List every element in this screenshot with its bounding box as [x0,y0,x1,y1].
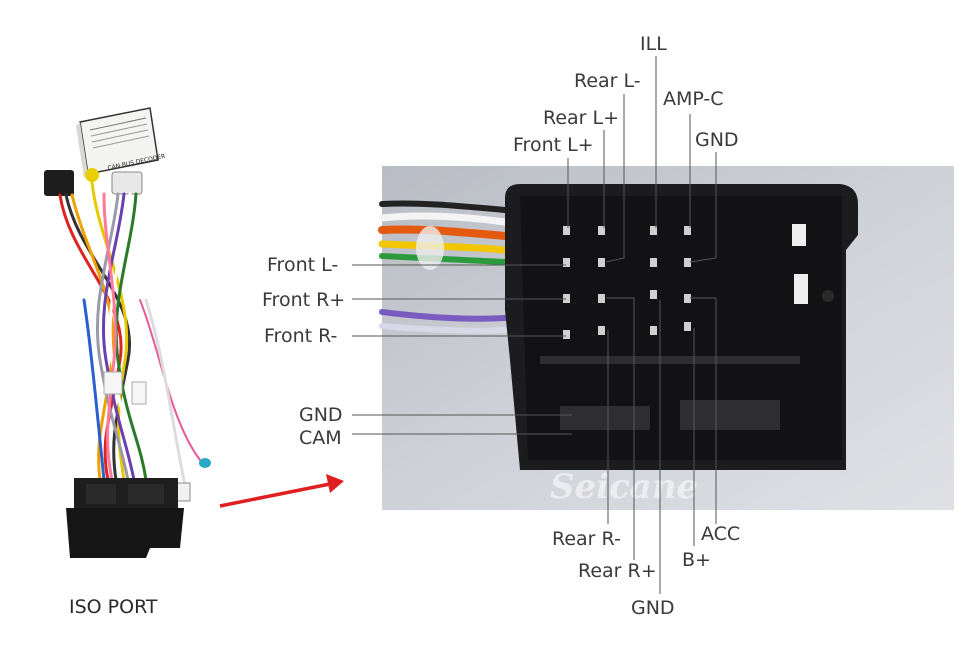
label-front-l-plus: Front L+ [513,134,594,156]
wire-tag [103,371,123,395]
label-gnd-left: GND [299,404,343,426]
white-connector [111,171,143,195]
iso-plug [66,478,184,558]
label-rear-r-plus: Rear R+ [578,560,657,582]
wire-bundle [58,180,201,487]
leader-lines [352,56,717,594]
label-front-r-plus: Front R+ [262,289,346,311]
wire-tag [131,381,147,405]
small-connector [175,482,191,502]
label-gnd-top: GND [695,129,739,151]
harness-illustration: CAN BUS DECODER [44,107,211,558]
label-front-r-minus: Front R- [264,325,338,347]
label-cam: CAM [299,427,342,449]
label-ill: ILL [640,33,667,55]
iso-port-caption: ISO PORT [69,596,158,618]
arrow-icon [219,474,344,508]
top-connector [44,170,74,196]
leader-acc [690,297,717,524]
label-gnd-bottom: GND [631,597,675,619]
label-b-plus: B+ [682,549,711,571]
label-rear-l-minus: Rear L- [574,70,641,92]
can-bus-decoder-box: CAN BUS DECODER [76,107,166,178]
rca-plug [85,168,99,182]
label-front-l-minus: Front L- [267,254,339,276]
leader-gnd-top [689,152,717,263]
wire-end-cap [199,458,211,468]
label-acc: ACC [701,523,741,545]
label-rear-r-minus: Rear R- [552,528,621,550]
leader-rear-l-minus [605,94,625,263]
watermark: Seicane [550,467,698,507]
connector-photo: Seicane [378,166,954,510]
label-amp-c: AMP-C [663,88,724,110]
label-rear-l-plus: Rear L+ [543,107,620,129]
leader-rear-r-plus [606,297,635,560]
